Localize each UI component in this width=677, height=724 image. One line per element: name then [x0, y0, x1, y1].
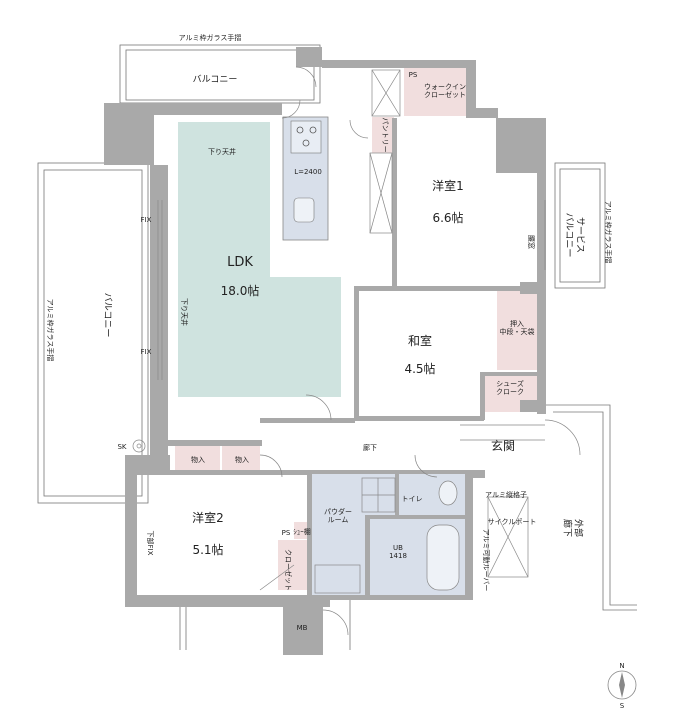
- label-compass-s: S: [620, 702, 625, 710]
- label-railing-top: アルミ枠ガラス手摺: [179, 33, 242, 42]
- label-alum-lattice: アルミ縦格子: [485, 490, 527, 499]
- compass-icon: [607, 670, 637, 700]
- sink-icon: [293, 197, 315, 223]
- label-railing-right: アルミ枠ガラス手摺: [604, 201, 613, 264]
- storage1-fill: [175, 446, 220, 471]
- label-japanese-size: 4.5帖: [404, 361, 435, 376]
- fixture-lines: [132, 66, 581, 636]
- label-drop-ceiling-top: 下り天井: [208, 147, 236, 156]
- label-alum-louver: アルミ可動ルーバー: [482, 529, 491, 592]
- drop-ceiling-overlay-top: [178, 122, 270, 282]
- label-pantry: パントリー: [381, 117, 389, 152]
- shelf-fill: [294, 522, 310, 539]
- label-western1: 洋室1: [432, 178, 464, 193]
- label-lower-fix: 下部FIX: [146, 531, 155, 556]
- label-sk: SK: [117, 443, 126, 451]
- label-powder-room: パウダールーム: [324, 507, 352, 524]
- label-entrance: 玄関: [491, 438, 515, 453]
- label-fix-lower: FIX: [141, 348, 152, 356]
- drop-ceiling-overlay-bottom: [178, 277, 341, 397]
- label-drop-ceiling-left: 下り天井: [180, 298, 189, 326]
- label-western2: 洋室2: [192, 510, 224, 525]
- oshiire-fill: [497, 290, 537, 370]
- label-mb: MB: [297, 624, 308, 632]
- label-fix-upper: FIX: [141, 216, 152, 224]
- label-shelf: ｼｭｰ棚: [293, 527, 311, 536]
- label-outer-corridor: 外部廊下: [562, 519, 585, 537]
- stove-icon: [290, 120, 322, 154]
- closet-fill: [278, 540, 308, 590]
- label-kitchen-length: L=2400: [294, 168, 322, 176]
- label-oshiire: 押入中段・天袋: [500, 319, 535, 336]
- label-service-balcony: サービスバルコニー: [564, 213, 586, 258]
- walls: [104, 47, 546, 655]
- label-walk-in-closet: ウォークインクローゼット: [424, 83, 466, 99]
- label-balcony-left: バルコニー: [102, 293, 113, 338]
- label-cycle-port: サイクルポート: [488, 518, 537, 526]
- label-ps-bottom: PS: [282, 529, 291, 537]
- label-railing-left: アルミ枠ガラス手摺: [46, 299, 55, 362]
- storage2-fill: [222, 446, 260, 471]
- ps-top-fill: [404, 68, 422, 82]
- label-ps-top: PS: [409, 71, 418, 79]
- label-storage2: 物入: [235, 455, 249, 464]
- label-shoes-cloak: シューズクローク: [496, 379, 524, 396]
- label-compass-n: N: [619, 662, 624, 670]
- label-toilet: トイレ: [402, 495, 423, 503]
- label-japanese: 和室: [408, 333, 432, 348]
- label-balcony-top: バルコニー: [193, 74, 238, 85]
- label-western1-size: 6.6帖: [432, 210, 463, 225]
- label-kabe-right: 腰窓: [527, 235, 536, 249]
- balcony-outlines: [37, 44, 637, 650]
- label-ldk: LDK: [227, 255, 253, 270]
- label-storage1: 物入: [191, 455, 205, 464]
- label-corridor: 廊下: [363, 443, 377, 452]
- pantry-fill: [372, 117, 394, 153]
- label-ldk-size: 18.0帖: [221, 283, 260, 298]
- label-western2-size: 5.1帖: [192, 542, 223, 557]
- label-closet: クローゼット: [284, 549, 293, 591]
